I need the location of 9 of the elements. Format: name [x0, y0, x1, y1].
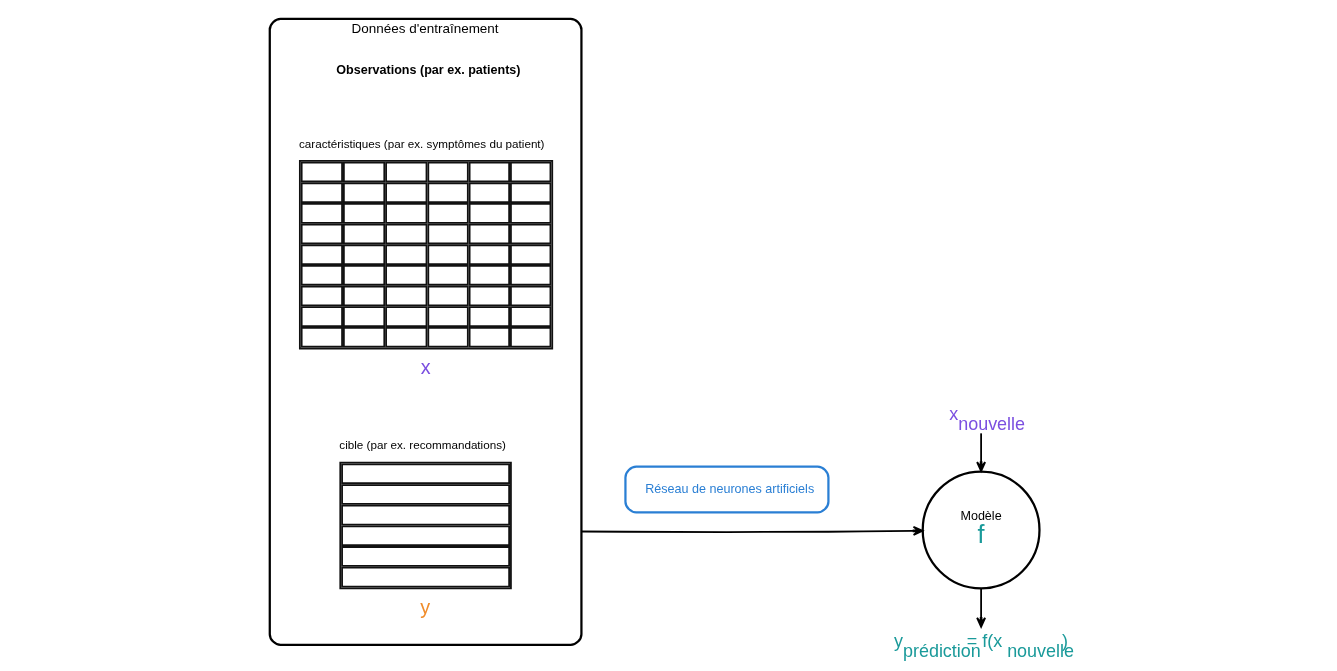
node-label: x: [420, 356, 431, 379]
arrow: [580, 525, 923, 536]
arrow: [975, 587, 986, 628]
node-label: cible (par ex. recommandations): [338, 438, 506, 452]
node-box: Réseau de neurones artificiels: [623, 465, 830, 514]
node-label: y: [419, 596, 430, 619]
arrow: [975, 432, 986, 473]
node-label: caractéristiques (par ex. symptômes du patient): [298, 136, 545, 150]
node-circle: Modèle f: [921, 470, 1041, 590]
